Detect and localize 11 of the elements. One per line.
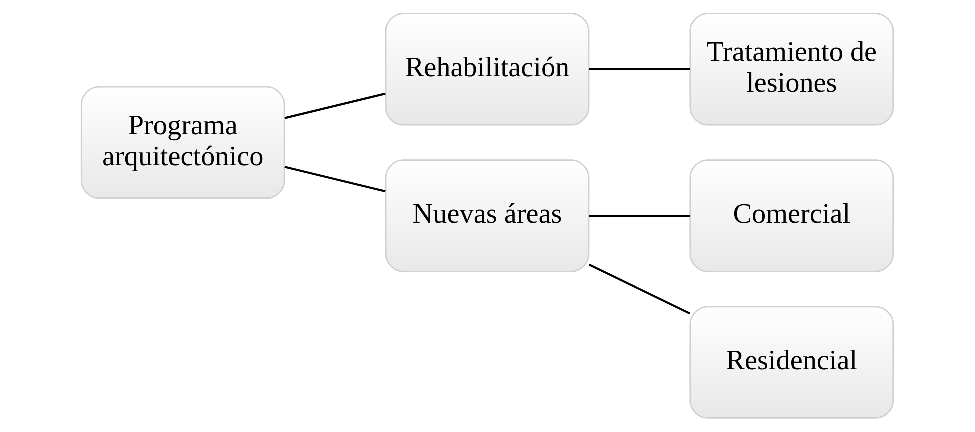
node-box: Comercial [690, 160, 894, 272]
node-box: Nuevas áreas [385, 160, 590, 272]
node-box: Rehabilitación [385, 13, 590, 126]
connector [588, 264, 690, 315]
connector [589, 68, 690, 70]
node-box: Programa arquitectónico [80, 86, 286, 200]
connector [284, 166, 386, 193]
node-box: Residencial [690, 306, 894, 419]
node-box: Tratamiento de lesiones [690, 13, 894, 126]
connector [589, 214, 690, 218]
connector [284, 92, 386, 120]
